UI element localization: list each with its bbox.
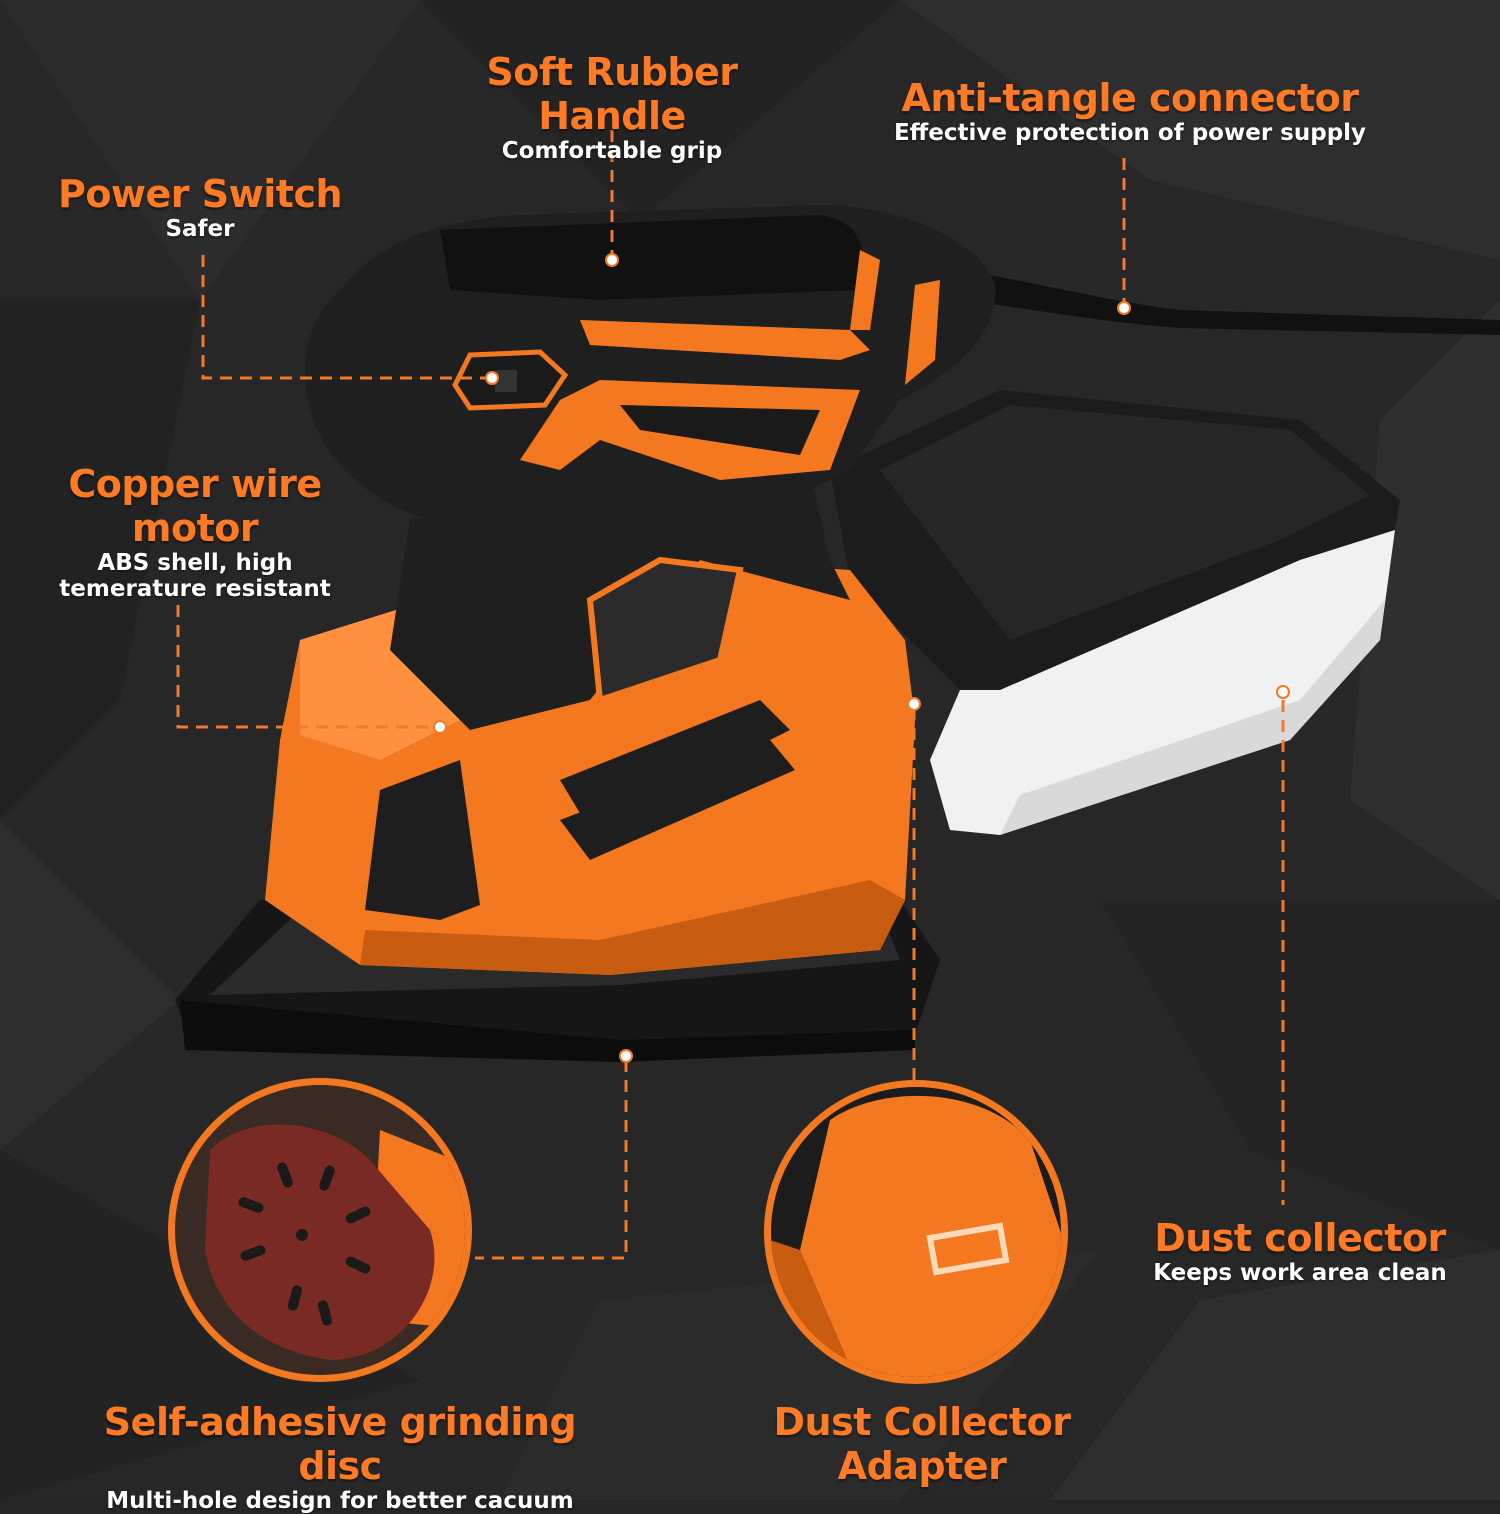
callout-subtitle: Effective protection of power supply [893,120,1367,146]
callout-title: Self-adhesive grinding disc [103,1400,577,1488]
callout-dust-collector-adapter: Dust Collector Adapter [752,1400,1092,1488]
callout-title-line1: Copper wire [68,462,322,506]
callout-copper-wire-motor: Copper wire motor ABS shell, high temera… [40,462,350,602]
callout-title-line1: Dust Collector [773,1400,1071,1444]
callout-title-line2: Adapter [837,1444,1007,1488]
callout-subtitle: Multi-hole design for better cacuum [106,1488,574,1514]
adapter-closeup-icon [771,1087,1061,1377]
callout-title: Dust collector [1154,1216,1446,1260]
callout-soft-rubber-handle: Soft Rubber Handle Comfortable grip [412,50,812,164]
callout-anti-tangle-connector: Anti-tangle connector Effective protecti… [880,76,1380,146]
callout-subtitle-line2: temerature resistant [59,576,331,602]
callout-grinding-disc: Self-adhesive grinding disc Multi-hole d… [60,1400,620,1514]
callout-dust-collector: Dust collector Keeps work area clean [1135,1216,1465,1286]
callout-subtitle-line1: ABS shell, high [97,550,293,576]
callout-title: Anti-tangle connector [901,76,1359,120]
callout-subtitle: Comfortable grip [501,138,723,164]
callout-subtitle: Safer [165,216,235,242]
callout-power-switch: Power Switch Safer [50,172,350,242]
callout-subtitle: Keeps work area clean [1153,1260,1447,1286]
callout-title: Soft Rubber Handle [486,50,738,138]
callout-title-line2: motor [131,506,259,550]
callout-title: Power Switch [57,172,343,216]
